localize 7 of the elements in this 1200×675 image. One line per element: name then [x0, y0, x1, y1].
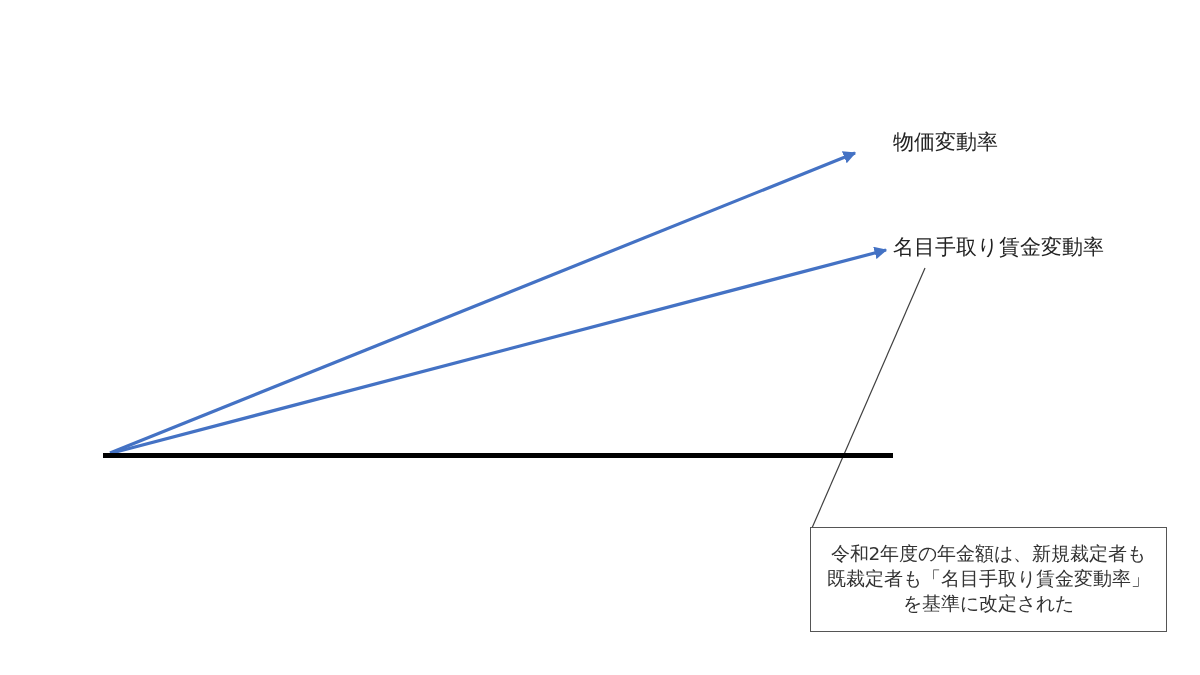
arrow: [111, 246, 888, 455]
note-box: 令和2年度の年金額は、新規裁定者も既裁定者も「名目手取り賃金変動率」を基準に改定された: [810, 527, 1167, 632]
line-label: 物価変動率: [893, 128, 1033, 162]
arrow: [109, 151, 857, 455]
baseline-bar: [103, 453, 893, 458]
line-label: 名目手取り賃金変動率: [893, 233, 1153, 267]
leader-line: [811, 267, 926, 529]
